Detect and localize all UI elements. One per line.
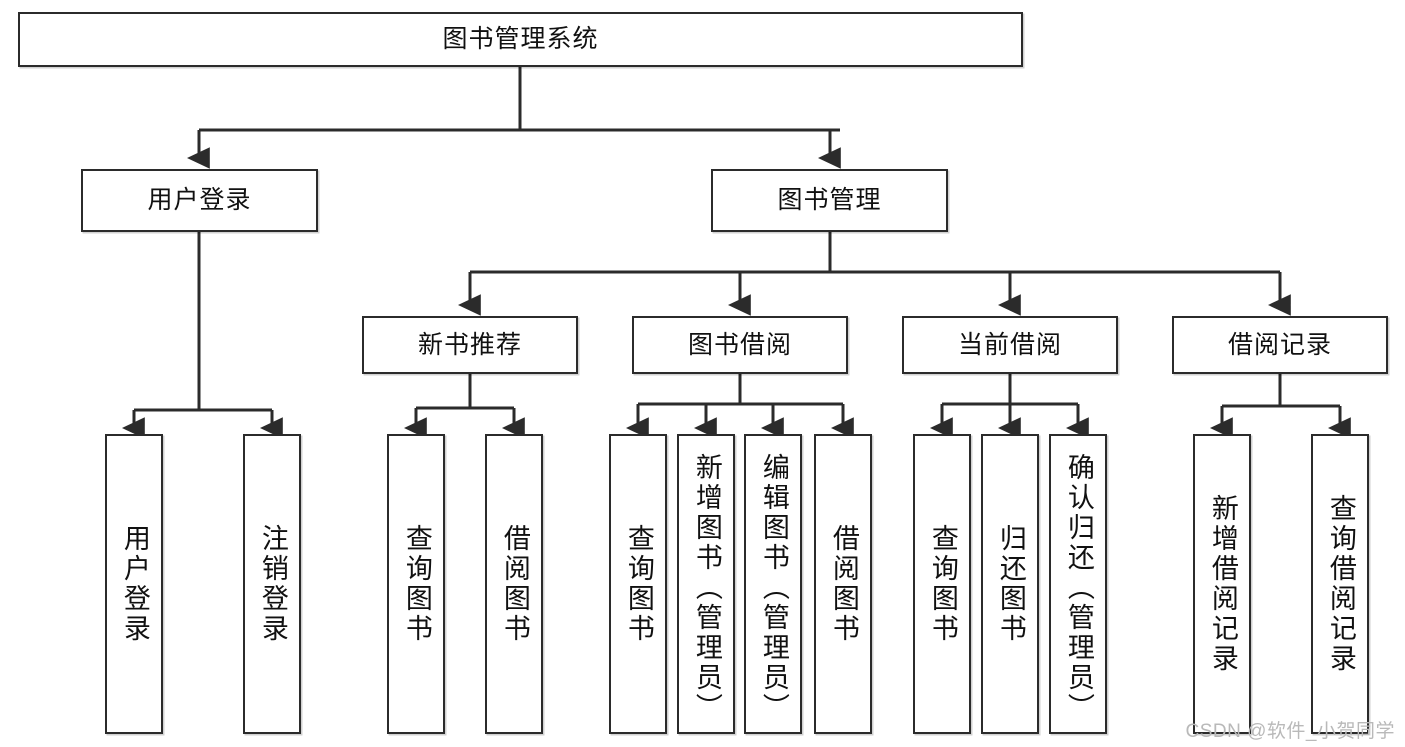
watermark-text: CSDN @软件_小贺同学 — [1185, 721, 1395, 742]
node-label: 图书管理 — [777, 186, 882, 215]
node-label: 图书借阅 — [687, 330, 792, 359]
node-label: 查询图书 — [401, 524, 432, 644]
node-label: 归还图书 — [995, 524, 1026, 644]
node-leaf-user-logout[interactable]: 注销登录 — [243, 434, 301, 734]
node-current-borrow[interactable]: 当前借阅 — [902, 316, 1118, 374]
node-book-borrow[interactable]: 图书借阅 — [632, 316, 848, 374]
node-label: 查询借阅记录 — [1325, 494, 1356, 674]
node-leaf-query-book-current[interactable]: 查询图书 — [913, 434, 971, 734]
node-label: 借阅图书 — [499, 524, 530, 644]
node-root-system[interactable]: 图书管理系统 — [18, 12, 1023, 67]
node-label: 当前借阅 — [957, 330, 1062, 359]
node-leaf-return-book[interactable]: 归还图书 — [981, 434, 1039, 734]
node-label: 用户登录 — [147, 186, 252, 215]
node-leaf-borrow-book[interactable]: 借阅图书 — [814, 434, 872, 734]
node-label: 编辑图书（管理员） — [758, 453, 789, 723]
node-leaf-user-login[interactable]: 用户登录 — [105, 434, 163, 734]
node-label: 查询图书 — [927, 524, 958, 644]
node-label: 借阅记录 — [1227, 330, 1332, 359]
node-leaf-query-book-borrow[interactable]: 查询图书 — [609, 434, 667, 734]
node-label: 注销登录 — [257, 524, 288, 644]
node-leaf-confirm-return-admin[interactable]: 确认归还（管理员） — [1049, 434, 1107, 734]
node-label: 借阅图书 — [828, 524, 859, 644]
node-leaf-add-book-admin[interactable]: 新增图书（管理员） — [677, 434, 735, 734]
node-label: 图书管理系统 — [442, 25, 599, 54]
node-label: 确认归还（管理员） — [1063, 453, 1094, 723]
node-label: 查询图书 — [623, 524, 654, 644]
node-leaf-borrow-book-recommend[interactable]: 借阅图书 — [485, 434, 543, 734]
node-label: 新增图书（管理员） — [691, 453, 722, 723]
node-label: 用户登录 — [119, 524, 150, 644]
node-new-book-recommend[interactable]: 新书推荐 — [362, 316, 578, 374]
node-user-login[interactable]: 用户登录 — [81, 169, 318, 232]
node-leaf-add-borrow-record[interactable]: 新增借阅记录 — [1193, 434, 1251, 734]
node-book-management[interactable]: 图书管理 — [711, 169, 948, 232]
node-borrow-record[interactable]: 借阅记录 — [1172, 316, 1388, 374]
node-label: 新增借阅记录 — [1207, 494, 1238, 674]
node-leaf-edit-book-admin[interactable]: 编辑图书（管理员） — [744, 434, 802, 734]
node-leaf-query-borrow-record[interactable]: 查询借阅记录 — [1311, 434, 1369, 734]
node-leaf-query-book-recommend[interactable]: 查询图书 — [387, 434, 445, 734]
node-label: 新书推荐 — [417, 330, 522, 359]
